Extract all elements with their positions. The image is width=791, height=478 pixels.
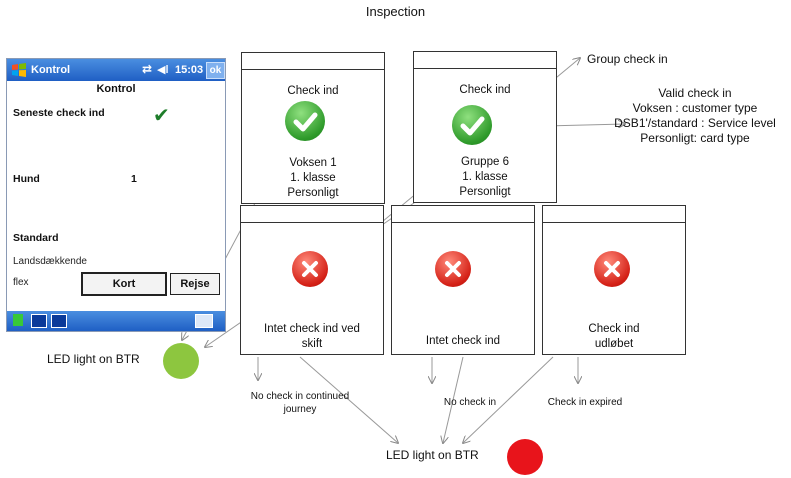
log-off-icon[interactable]: [51, 314, 67, 328]
title-bar: Kontrol ⇄ ◀ǀ 15:03 ok: [7, 59, 225, 81]
green-led-label: LED light on BTR: [47, 352, 140, 366]
arrow-skift-to-red-led: [299, 356, 398, 443]
note-line: Valid check in: [658, 86, 732, 100]
card-line-1: Intet check ind: [425, 335, 501, 347]
ok-circle-icon: [285, 101, 325, 141]
card-button[interactable]: Kort: [81, 272, 167, 296]
app-name: Kontrol: [31, 64, 71, 76]
pda-screen: Kontrol ⇄ ◀ǀ 15:03 ok Kontrol Seneste ch…: [6, 58, 226, 332]
sync-icon: ⇄: [142, 62, 153, 76]
card-line-4: Personligt: [459, 186, 511, 198]
valid-check-in-note: Valid check in Voksen : customer type DS…: [600, 86, 790, 146]
red-led-label: LED light on BTR: [386, 448, 479, 462]
checkmark-icon: ✔: [153, 105, 170, 127]
card-no-check-transfer: Intet check ind ved skift: [240, 205, 384, 355]
card-expired: Check ind udløbet: [542, 205, 686, 355]
card-line-4: Personligt: [287, 187, 339, 199]
screen-heading: Kontrol: [96, 83, 136, 95]
card-line-2: Gruppe 6: [461, 156, 509, 168]
battery-icon: [13, 314, 23, 326]
ok-circle-icon: [452, 105, 492, 145]
page-title: Inspection: [365, 4, 426, 19]
card-header-strip: [392, 206, 534, 223]
error-circle-icon: [435, 251, 471, 287]
check-in-expired-note: Check in expired: [547, 397, 623, 408]
error-circle-icon: [292, 251, 328, 287]
speaker-icon[interactable]: ◀ǀ: [157, 64, 169, 76]
flex-label: flex: [13, 277, 29, 288]
note-line: journey: [283, 404, 317, 415]
dog-count: 1: [131, 173, 137, 185]
error-circle-icon: [594, 251, 630, 287]
arrow-valid-check-in: [544, 124, 625, 126]
standard-label: Standard: [13, 232, 59, 244]
journey-button[interactable]: Rejse: [170, 273, 220, 295]
card-no-check: Intet check ind: [391, 205, 535, 355]
no-check-in-note: No check in: [443, 397, 497, 408]
no-check-continued-note: No check in continued journey: [240, 390, 360, 416]
card-line-1: Check ind: [287, 85, 339, 97]
bottom-toolbar: [7, 311, 225, 331]
keyboard-icon[interactable]: [195, 314, 213, 328]
card-header-strip: [543, 206, 685, 223]
card-reader-icon[interactable]: [31, 314, 47, 328]
card-line-2: skift: [301, 338, 323, 350]
card-header-strip: [242, 53, 384, 70]
landsdaekkende-label: Landsdækkende: [13, 256, 87, 267]
group-check-in-note: Group check in: [587, 52, 668, 66]
arrow-no-check-to-red-led: [443, 356, 464, 443]
card-line-1: Check ind: [588, 323, 640, 335]
clock-time: 15:03: [175, 64, 204, 76]
card-gruppe: Check ind Gruppe 6 1. klasse Personligt: [413, 51, 557, 203]
card-line-1: Intet check ind ved: [264, 323, 360, 335]
note-line: Voksen : customer type: [632, 101, 758, 115]
note-line: Personligt: card type: [640, 131, 750, 145]
card-line-2: udløbet: [594, 338, 634, 350]
red-led-icon: [507, 439, 543, 475]
card-header-strip: [414, 52, 556, 69]
ok-button[interactable]: ok: [206, 62, 225, 79]
card-line-1: Check ind: [459, 84, 511, 96]
arrow-expired-to-red-led: [463, 356, 554, 443]
card-line-3: 1. klasse: [462, 171, 508, 183]
green-led-icon: [163, 343, 199, 379]
card-line-2: Voksen 1: [289, 157, 337, 169]
dog-label: Hund: [13, 173, 40, 185]
card-line-3: 1. klasse: [290, 172, 336, 184]
note-line: No check in continued: [250, 391, 350, 402]
card-voksen: Check ind Voksen 1 1. klasse Personligt: [241, 52, 385, 204]
card-header-strip: [241, 206, 383, 223]
note-line: DSB1'/standard : Service level: [614, 116, 776, 130]
last-checkin-label: Seneste check ind: [13, 107, 105, 119]
windows-flag-icon[interactable]: [11, 62, 27, 78]
